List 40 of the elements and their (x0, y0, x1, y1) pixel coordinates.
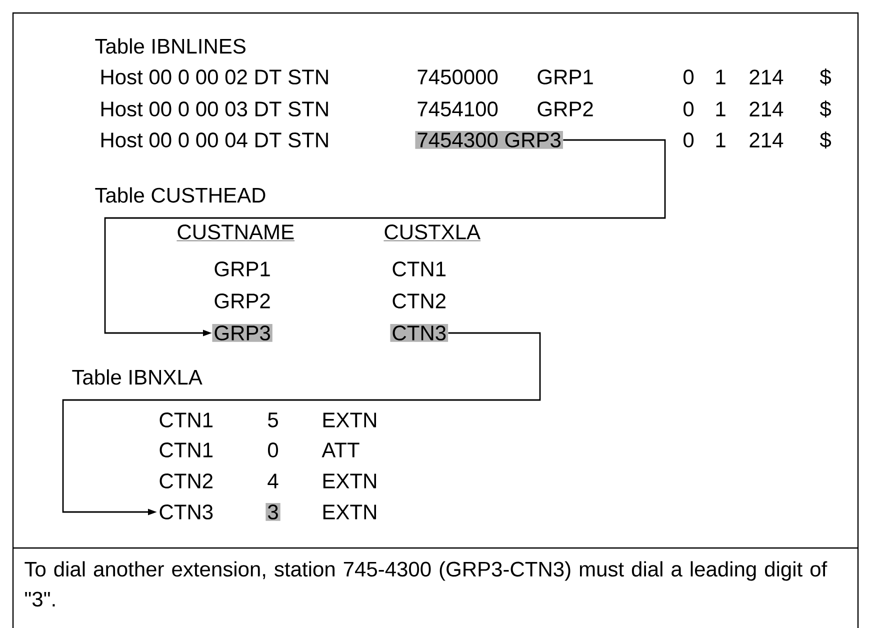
table-cell: CTN1 (392, 262, 446, 276)
table-cell: 0 (684, 132, 694, 148)
table-cell: ATT (322, 442, 360, 458)
column-header: CUSTNAME (176, 224, 295, 242)
shaded-cell: 3 (266, 503, 280, 521)
shaded-cell: CTN3 (390, 324, 448, 342)
shaded-cell: 7454300 GRP3 (415, 131, 563, 149)
table-title: Table IBNXLA (72, 369, 202, 385)
table-cell: GRP1 (538, 70, 593, 84)
table-cell: 1 (716, 102, 726, 116)
table-cell: EXTN (323, 412, 376, 428)
table-cell: 7450000 (418, 70, 498, 84)
table-cell: $ (820, 132, 832, 148)
table-cell: CTN1 (160, 412, 212, 428)
table-cell: 214 (750, 70, 784, 84)
table-cell: $ (820, 68, 832, 86)
table-cell: CTN1 (160, 442, 212, 458)
table-cell: GRP1 (214, 262, 270, 276)
table-cell: 1 (716, 132, 726, 148)
table-cell: $ (820, 100, 832, 118)
table-cell: CTN2 (160, 474, 212, 488)
table-cell: 0 (684, 102, 694, 116)
table-cell: 5 (268, 412, 278, 428)
table-cell: 1 (716, 70, 726, 84)
column-header: CUSTXLA (384, 224, 481, 242)
table-cell: 0 (684, 70, 694, 84)
shaded-cell: GRP3 (212, 324, 272, 342)
table-title: Table IBNLINES (95, 38, 246, 54)
table-cell: EXTN (323, 504, 376, 520)
table-cell: Host 00 0 00 04 DT STN (101, 132, 328, 148)
table-cell: 214 (750, 102, 784, 116)
table-cell: 214 (750, 132, 784, 148)
table-cell: GRP2 (538, 102, 593, 116)
caption-text: To dial another extension, station 745-4300 (GRP3-CTN3) must dial a leading digit of "3". (24, 561, 828, 607)
table-title: Table CUSTHEAD (95, 187, 266, 203)
table-cell: 0 (268, 442, 278, 458)
table-cell: Host 00 0 00 02 DT STN (101, 70, 328, 84)
table-cell: EXTN (323, 474, 376, 488)
table-cell: Host 00 0 00 03 DT STN (101, 102, 328, 116)
cell-text: CTN3 (160, 504, 213, 520)
